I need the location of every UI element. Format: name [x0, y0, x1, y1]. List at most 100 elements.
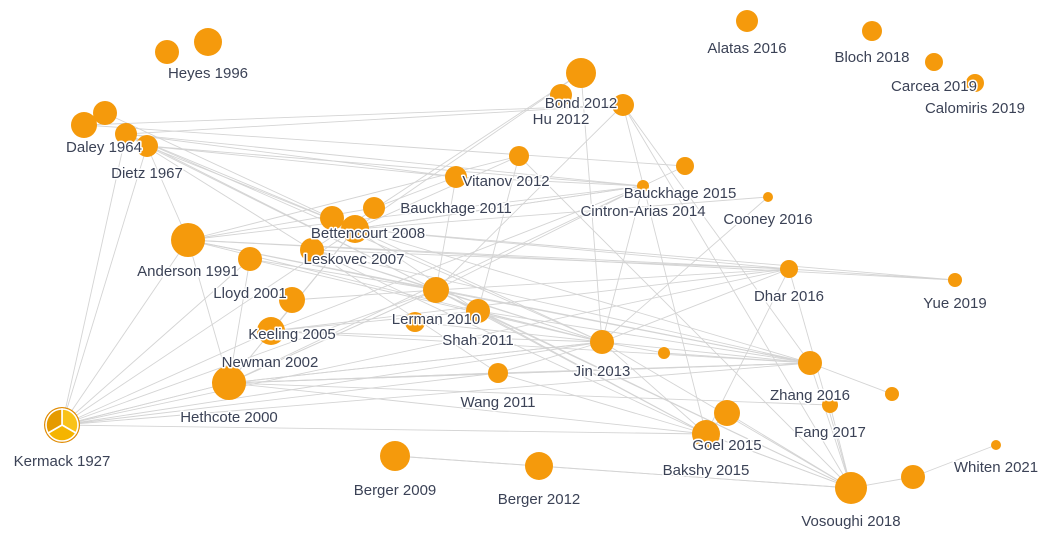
edge-lloyd2001b-lerman2010	[291, 289, 437, 301]
node-goel2015a[interactable]	[714, 400, 740, 426]
node-label-bakshy2015: Bakshy 2015	[663, 462, 750, 479]
edge-lloyd2001-lerman2010	[249, 258, 437, 291]
node-bond2012b[interactable]	[612, 94, 634, 116]
edge-zhang2016-vosoughi2018	[809, 362, 852, 489]
edge-cooney2016-bettencourt2008	[354, 196, 769, 230]
node-dietz1967[interactable]	[136, 135, 158, 157]
node-vitanov2012b[interactable]	[509, 146, 529, 166]
node-label-leskovec2007: Leskovec 2007	[304, 251, 405, 268]
node-bettencourt2008[interactable]	[341, 215, 369, 243]
edge-vitanov2012-bauckhage2011	[373, 176, 457, 209]
edge-kermack1927-dhar2016	[61, 268, 790, 426]
node-label-berger2012: Berger 2012	[498, 491, 581, 508]
edge-vitanov2012-lerman2010	[435, 176, 457, 291]
node-shah2011[interactable]	[466, 299, 490, 323]
node-newman2002[interactable]	[212, 366, 246, 400]
edge-kermack1927-anderson1991	[61, 239, 189, 426]
edge-jin2013-dhar2016	[601, 268, 790, 343]
node-lerman2010b[interactable]	[405, 312, 425, 332]
node-wang2011[interactable]	[488, 363, 508, 383]
node-label-kermack1927: Kermack 1927	[14, 453, 111, 470]
edge-keeling2005-shah2011	[270, 310, 479, 332]
edge-anderson1991-hethcote2000	[187, 239, 230, 384]
node-calomiris2019[interactable]	[966, 74, 984, 92]
node-cooney2016[interactable]	[763, 192, 773, 202]
node-label-hethcote2000: Hethcote 2000	[180, 409, 278, 426]
edge-hethcote2000-lerman2010	[228, 289, 437, 384]
edge-bettencourt2008-zhang2016	[354, 228, 811, 364]
edge-dietz1967-lerman2010	[146, 145, 437, 291]
node-label-zhang2016: Zhang 2016	[770, 387, 850, 404]
node-bettencourt2008a[interactable]	[320, 206, 344, 230]
node-label-anderson1991: Anderson 1991	[137, 263, 239, 280]
node-yue2019[interactable]	[948, 273, 962, 287]
node-vosoughi2018[interactable]	[835, 472, 867, 504]
node-label-shah2011: Shah 2011	[442, 332, 513, 349]
node-carcea2019[interactable]	[925, 53, 943, 71]
node-lloyd2001[interactable]	[238, 247, 262, 271]
node-bauckhage2015b[interactable]	[637, 180, 649, 192]
node-bauckhage2015[interactable]	[676, 157, 694, 175]
edge-vitanov2012-cintron2014	[455, 176, 644, 187]
edge-vitanov2012b-shah2011	[477, 155, 520, 312]
edge-bettencourt2008-jin2013	[354, 228, 603, 343]
node-kermack1927[interactable]	[44, 407, 80, 443]
node-label-calomiris2019: Calomiris 2019	[925, 100, 1025, 117]
edge-lloyd2001-jin2013	[249, 258, 603, 343]
edge-dietz1967-bettencourt2008	[146, 145, 356, 230]
node-label-vosoughi2018: Vosoughi 2018	[801, 513, 900, 530]
node-heyes1996[interactable]	[194, 28, 222, 56]
edge-kermack1927-goel2015	[61, 424, 707, 435]
node-lerman2010[interactable]	[423, 277, 449, 303]
node-jin2013b[interactable]	[658, 347, 670, 359]
node-zhang2016b[interactable]	[885, 387, 899, 401]
edge-kermack1927-wang2011	[61, 372, 499, 426]
edge-daley1964a-bauckhage2015	[83, 124, 686, 167]
edge-jin2013-goel2015	[601, 341, 707, 435]
node-dhar2016[interactable]	[780, 260, 798, 278]
node-fang2017[interactable]	[822, 397, 838, 413]
node-bloch2018[interactable]	[862, 21, 882, 41]
node-daley1964[interactable]	[115, 123, 137, 145]
edge-shah2011-vosoughi2018	[477, 310, 852, 489]
edge-shah2011-jin2013	[477, 310, 603, 343]
edge-daley1964b-bettencourt2008	[104, 112, 356, 230]
node-leskovec2007[interactable]	[300, 238, 324, 262]
node-zhang2016[interactable]	[798, 351, 822, 375]
node-daley1964b[interactable]	[93, 101, 117, 125]
node-lloyd2001b[interactable]	[279, 287, 305, 313]
node-alatas2016[interactable]	[736, 10, 758, 32]
node-bond2012[interactable]	[566, 58, 596, 88]
edge-hethcote2000-goel2015	[228, 382, 707, 435]
edge-wang2011-zhang2016	[497, 362, 811, 374]
node-berger2009[interactable]	[380, 441, 410, 471]
node-jin2013[interactable]	[590, 330, 614, 354]
edge-leskovec2007-dhar2016	[311, 249, 790, 270]
edge-dietz1967-vitanov2012	[146, 145, 457, 178]
node-daley1964a[interactable]	[71, 112, 97, 138]
edge-daley1964-vitanov2012	[125, 133, 457, 178]
edge-shah2011-zhang2016	[477, 310, 811, 364]
edge-bauckhage2015b-jin2013	[601, 185, 644, 343]
node-label-bauckhage2015: Bauckhage 2015	[624, 185, 737, 202]
node-bauckhage2011[interactable]	[363, 197, 385, 219]
node-anderson1991[interactable]	[171, 223, 205, 257]
edge-kermack1927-lloyd2001	[61, 258, 251, 426]
node-label-goel2015: Goel 2015	[692, 437, 761, 454]
node-label-vitanov2012: Vitanov 2012	[462, 173, 549, 190]
node-label-bond2012: Bond 2012	[545, 95, 618, 112]
node-whiten2021[interactable]	[991, 440, 1001, 450]
node-hu2012[interactable]	[550, 84, 572, 106]
node-heyes1996a[interactable]	[155, 40, 179, 64]
node-label-lloyd2001: Lloyd 2001	[213, 285, 286, 302]
edge-cintron2014-bettencourt2008	[354, 185, 644, 230]
node-goel2015[interactable]	[692, 420, 720, 448]
node-label-wang2011: Wang 2011	[460, 394, 535, 411]
node-vitanov2012[interactable]	[445, 166, 467, 188]
edge-dhar2016-yue2019	[788, 268, 956, 281]
node-berger2012[interactable]	[525, 452, 553, 480]
node-keeling2005[interactable]	[257, 317, 285, 345]
edge-bond2012b-lerman2010	[435, 104, 624, 291]
node-vosoughi2018b[interactable]	[901, 465, 925, 489]
